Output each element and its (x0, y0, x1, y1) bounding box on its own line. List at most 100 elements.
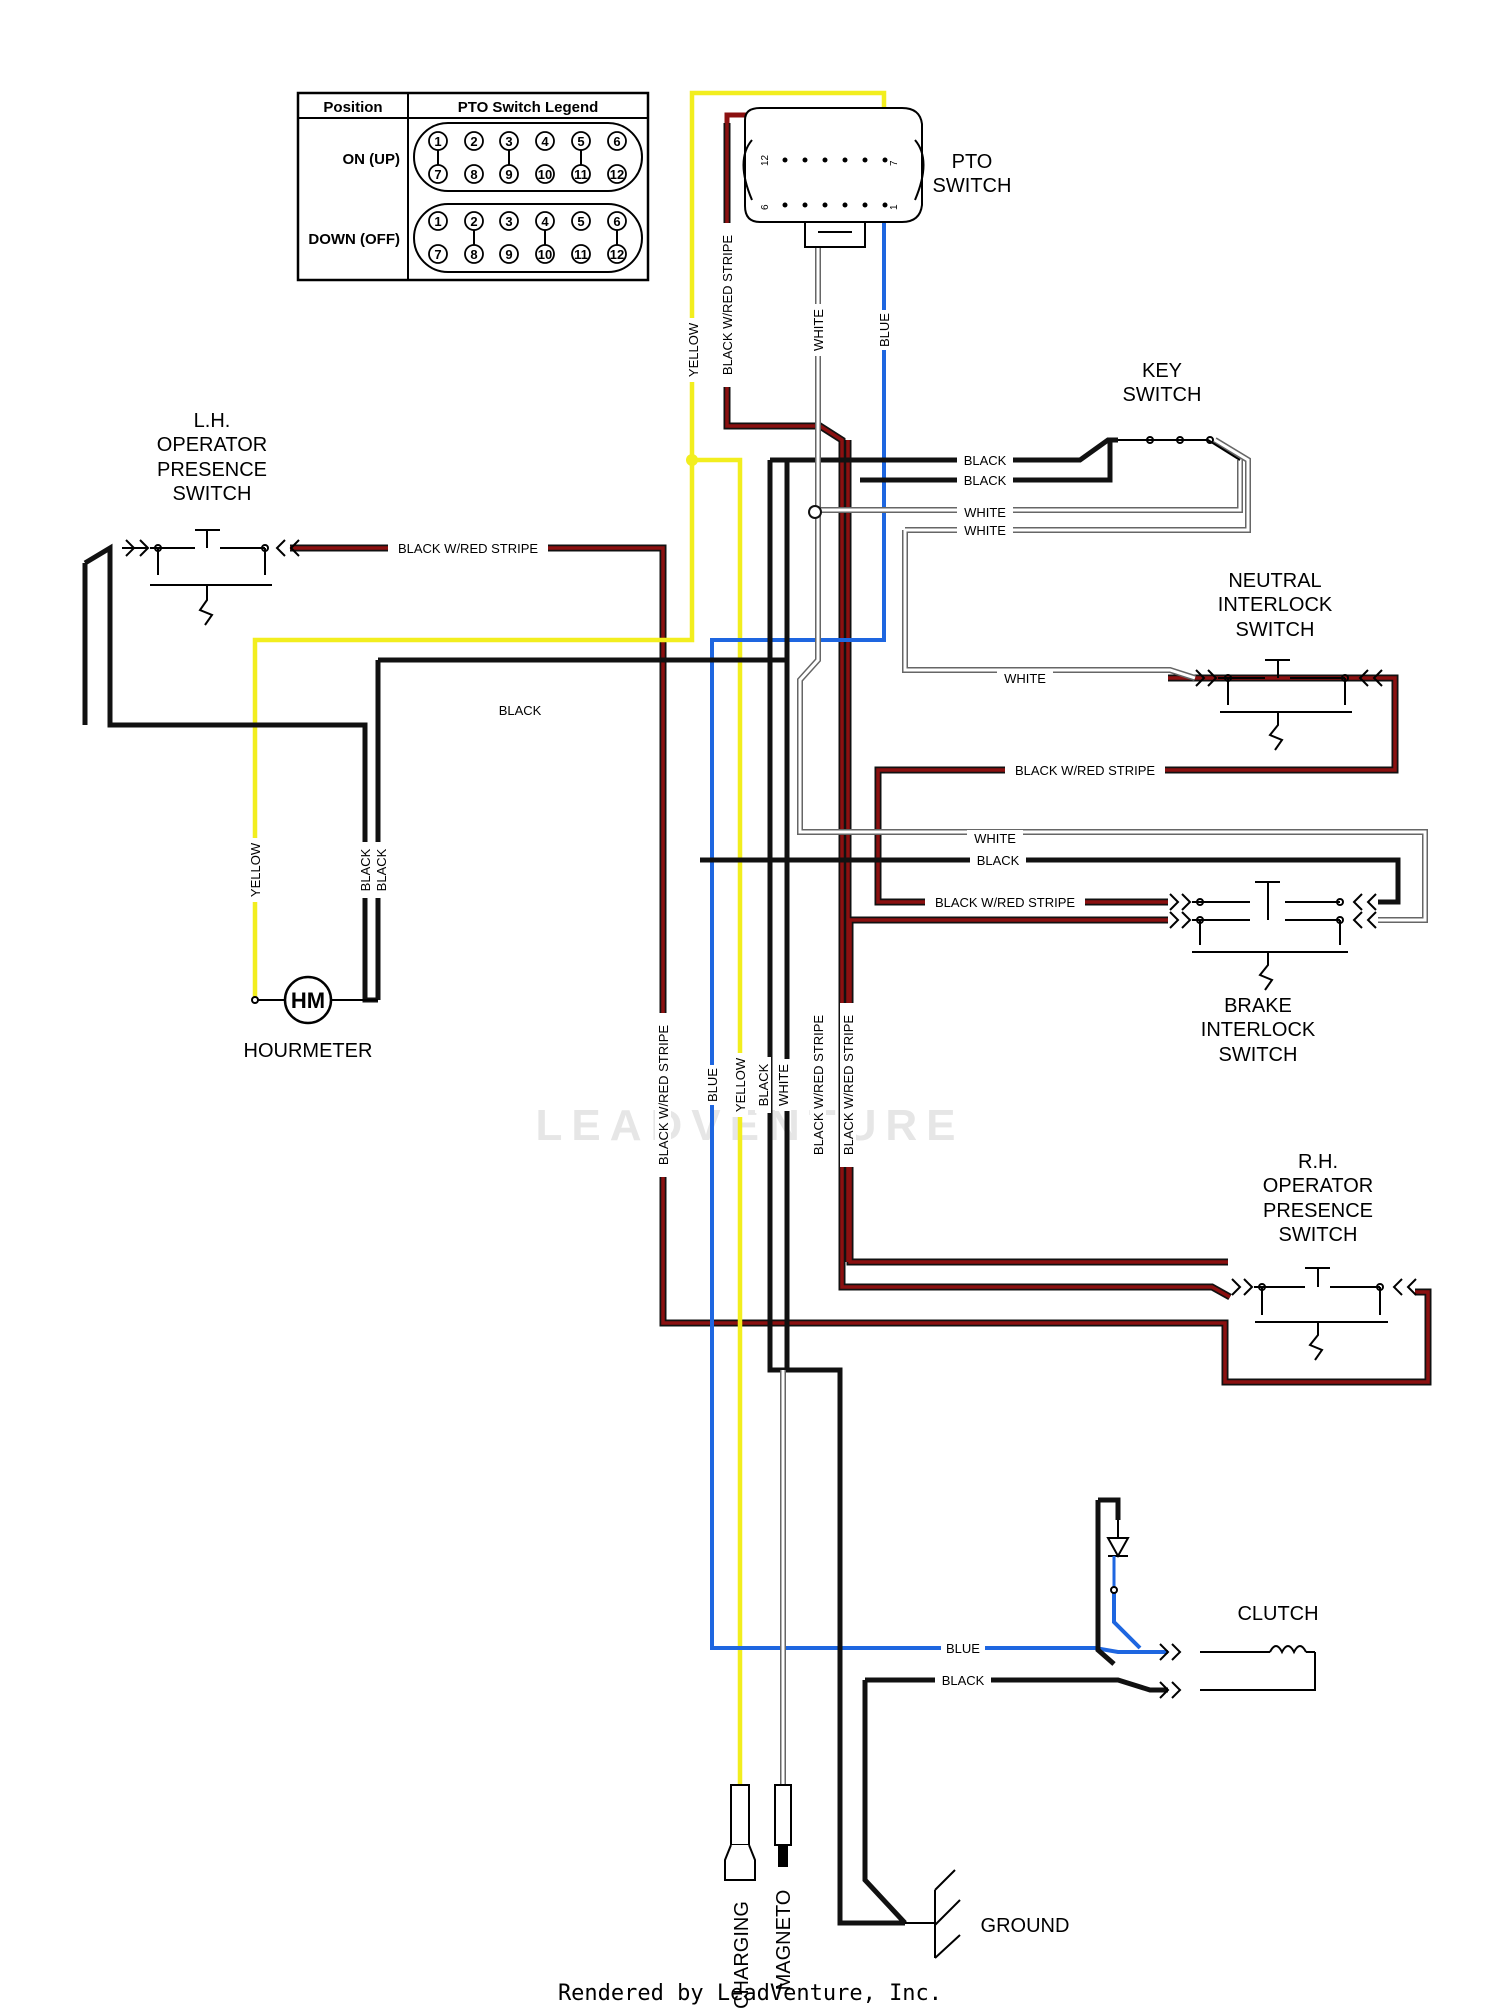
pto-pin-dot (882, 202, 888, 208)
component-labels: PTO SWITCH KEY SWITCH L.H. OPERATOR PRES… (157, 151, 1373, 2009)
legend-pin-label: 12 (610, 167, 624, 182)
label-white-top: WHITE (811, 309, 826, 351)
wire-yellow (252, 90, 887, 1785)
brake-label-1: BRAKE (1224, 995, 1292, 1017)
lh-operator-switch (122, 529, 300, 626)
legend-pin-label: 12 (610, 247, 624, 262)
wire-labels: YELLOW BLACK W/RED STRIPE WHITE BLUE BLA… (247, 223, 1165, 1688)
legend-pin (607, 211, 627, 231)
clutch-label: CLUTCH (1237, 1603, 1318, 1625)
neutral-label-1: NEUTRAL (1228, 570, 1321, 592)
label-blackred-trunk3: BLACK W/RED STRIPE (841, 1015, 856, 1155)
legend-pin (428, 164, 448, 184)
legend-pin (571, 164, 591, 184)
yellow-junction (686, 454, 698, 466)
legend-col-title: PTO Switch Legend (458, 99, 599, 116)
legend-pin-label: 9 (505, 167, 512, 182)
neutral-label-3: SWITCH (1236, 619, 1315, 641)
legend-pin (535, 211, 555, 231)
hourmeter: HM (251, 975, 378, 1025)
magneto-connector (774, 1784, 792, 1867)
label-black-clutch: BLACK (942, 1673, 985, 1688)
legend-pin (571, 244, 591, 264)
pto-pin-dot (842, 157, 848, 163)
pto-pin-dot (802, 157, 808, 163)
lh-label-2: OPERATOR (157, 434, 267, 456)
legend-pin (571, 131, 591, 151)
neutral-label-2: INTERLOCK (1218, 594, 1333, 616)
legend-pin-label: 2 (470, 214, 477, 229)
pto-pin-6: 6 (760, 204, 771, 210)
watermark: LEADVENTURE (535, 1101, 964, 1150)
label-blackred-brake: BLACK W/RED STRIPE (935, 895, 1075, 910)
wire-black (82, 437, 1401, 1926)
lh-label-3: PRESENCE (157, 459, 267, 481)
legend-pin (428, 131, 448, 151)
label-black-lh: BLACK (499, 703, 542, 718)
legend-pin (499, 244, 519, 264)
footer-credit: Rendered by LeadVenture, Inc. (558, 1981, 942, 2006)
legend-pin (535, 164, 555, 184)
charging-connector (724, 1784, 756, 1881)
ground-label: GROUND (981, 1915, 1070, 1937)
legend-pin-label: 11 (574, 167, 588, 182)
label-yellow-trunk: YELLOW (733, 1057, 748, 1112)
pto-pin-dot (822, 202, 828, 208)
legend-pin-label: 9 (505, 247, 512, 262)
legend-pin-label: 1 (434, 134, 441, 149)
legend-col-position: Position (323, 99, 382, 116)
legend-pin-label: 6 (613, 214, 620, 229)
label-white-neutral: WHITE (1004, 671, 1046, 686)
label-blackred-trunk1: BLACK W/RED STRIPE (656, 1025, 671, 1165)
hourmeter-label: HOURMETER (244, 1040, 373, 1062)
brake-label-3: SWITCH (1219, 1044, 1298, 1066)
pto-pin-dot (862, 157, 868, 163)
brake-switch (1169, 881, 1377, 991)
key-switch-label-2: SWITCH (1123, 384, 1202, 406)
label-yellow-hm: YELLOW (248, 842, 263, 897)
pto-pin-dot (882, 157, 888, 163)
key-switch (1118, 436, 1241, 461)
label-black-key2: BLACK (964, 473, 1007, 488)
key-switch-label-1: KEY (1142, 360, 1182, 382)
wire-black-red (290, 115, 1432, 1386)
pto-switch-label-1: PTO (952, 151, 993, 173)
legend-pin (428, 244, 448, 264)
legend-pin-label: 10 (538, 247, 552, 262)
lh-label-4: SWITCH (173, 483, 252, 505)
label-white-key2: WHITE (964, 523, 1006, 538)
magneto-label: MAGNETO (773, 1890, 795, 1991)
pto-pin-7: 7 (889, 160, 900, 166)
rh-operator-switch (1231, 1267, 1417, 1361)
pto-pin-12: 12 (760, 154, 771, 166)
label-black-hm1: BLACK (358, 848, 373, 891)
rh-label-4: SWITCH (1279, 1224, 1358, 1246)
legend-pin-label: 7 (434, 167, 441, 182)
legend-pin (499, 131, 519, 151)
legend-pin (464, 164, 484, 184)
lh-label-1: L.H. (194, 410, 231, 432)
legend-pin-label: 6 (613, 134, 620, 149)
label-white-trunk: WHITE (776, 1064, 791, 1106)
legend-pin-label: 4 (541, 214, 549, 229)
legend-pin (464, 131, 484, 151)
legend-pin (535, 244, 555, 264)
pto-pin-dot (782, 157, 788, 163)
charging-label: CHARGING (731, 1901, 753, 2009)
legend-pin-label: 3 (505, 134, 512, 149)
pto-pin-dot (782, 202, 788, 208)
label-black-hm2: BLACK (374, 848, 389, 891)
label-yellow-top: YELLOW (686, 322, 701, 377)
legend-pin (607, 164, 627, 184)
hourmeter-symbol: HM (291, 988, 325, 1013)
pto-pin-dot (842, 202, 848, 208)
legend-pin-label: 1 (434, 214, 441, 229)
white-junction (808, 505, 822, 519)
legend-row-off: DOWN (OFF) (308, 231, 400, 248)
brake-label-2: INTERLOCK (1201, 1019, 1316, 1041)
pto-pin-dots (782, 157, 888, 208)
pto-switch-legend: Position PTO Switch Legend ON (UP) DOWN … (296, 91, 650, 282)
legend-pin-label: 3 (505, 214, 512, 229)
